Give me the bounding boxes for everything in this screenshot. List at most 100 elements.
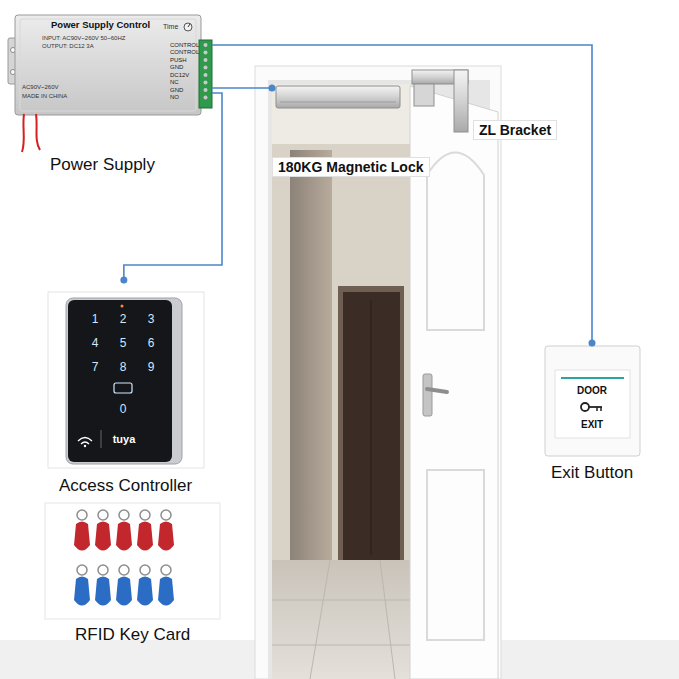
terminal-screw xyxy=(204,88,208,92)
keypad-digit: 9 xyxy=(148,361,155,374)
terminal-screw xyxy=(204,58,208,62)
keypad-digit: 5 xyxy=(120,337,127,350)
device-marking: GND xyxy=(170,64,183,71)
device-marking: CONTROL xyxy=(170,42,199,49)
component-label: Exit Button xyxy=(551,463,633,483)
door-panel xyxy=(427,153,484,331)
door-panel xyxy=(427,470,484,640)
door-frame xyxy=(255,66,501,679)
component-label: 180KG Magnetic Lock xyxy=(272,157,430,177)
wire-end-dot xyxy=(120,277,127,284)
blue-rfid-tags xyxy=(74,565,174,606)
floor-tile xyxy=(272,600,410,601)
power-supply-case-edge xyxy=(20,19,196,111)
door-handle xyxy=(427,389,447,392)
device-marking: Time xyxy=(163,23,178,31)
controller-frame xyxy=(66,298,182,464)
wire-connector xyxy=(212,85,276,92)
power-supply-case xyxy=(15,15,201,115)
magnetic-lock: 180KG Magnetic Lock xyxy=(272,85,448,182)
component-label: Power Supply xyxy=(50,155,155,175)
terminal-screw xyxy=(204,66,208,70)
device-marking: MADE IN CHINA xyxy=(22,93,67,100)
floor-tile xyxy=(272,645,410,646)
key-icon xyxy=(596,407,598,411)
keypad-digit: 8 xyxy=(120,361,127,374)
device-marking: INPUT: AC90V~260V 50~60HZ xyxy=(42,35,125,42)
keypad-digit: 3 xyxy=(148,313,155,326)
terminal-screw xyxy=(204,81,208,85)
keypad-digit: 4 xyxy=(92,337,99,350)
component-label: Access Controller xyxy=(59,476,192,496)
component-label: ZL Bracket xyxy=(473,120,557,140)
component-label: RFID Key Card xyxy=(75,625,190,645)
wire-line xyxy=(212,87,272,89)
keypad-digit: 2 xyxy=(120,313,127,326)
device-marking: DC12V xyxy=(170,72,189,79)
wifi-icon xyxy=(84,445,86,447)
terminal-screw xyxy=(204,43,208,47)
door-handle-plate xyxy=(423,374,432,416)
timer-knob xyxy=(184,23,192,31)
floor-tile xyxy=(380,560,395,679)
device-marking: CONTROL xyxy=(170,49,199,56)
room-door-line xyxy=(371,300,372,555)
terminal-screw xyxy=(204,51,208,55)
wire-connector xyxy=(212,45,596,347)
logo-divider xyxy=(101,430,102,448)
device-marking: GND xyxy=(170,87,183,94)
brand-logo: tuya xyxy=(113,433,136,445)
wire-end-dot xyxy=(269,85,276,92)
exit-button-face xyxy=(555,370,630,438)
zl-bracket xyxy=(414,84,434,106)
device-marking: NO xyxy=(170,94,179,101)
floor-tile xyxy=(310,560,330,679)
keypad-digit: 0 xyxy=(120,403,127,416)
keypad-digit: 6 xyxy=(148,337,155,350)
key-icon xyxy=(589,406,602,408)
keypad-digit: 1 xyxy=(92,313,99,326)
wifi-icon xyxy=(81,442,89,444)
wire-line xyxy=(124,93,222,280)
terminal-screw xyxy=(204,96,208,100)
exit-button: DOOR EXIT Exit Button xyxy=(538,343,646,488)
wire-line xyxy=(212,45,592,343)
red-wire xyxy=(22,114,24,152)
magnetic-lock-line xyxy=(280,102,396,103)
wifi-icon xyxy=(78,438,92,442)
photo-frame xyxy=(48,292,204,468)
device-marking: PUSH xyxy=(170,57,187,64)
device-title: Power Supply Control xyxy=(51,20,150,31)
card-icon xyxy=(114,383,132,393)
wire-end-dot xyxy=(589,340,596,347)
button-text: EXIT xyxy=(581,419,603,431)
rfid-key-cards: RFID Key Card xyxy=(45,500,220,650)
zl-bracket xyxy=(454,70,468,132)
red-rfid-tags xyxy=(74,510,174,551)
status-led xyxy=(121,305,124,308)
exit-plate xyxy=(545,346,640,456)
device-marking: NC xyxy=(170,79,179,86)
room-door-frame xyxy=(338,286,404,561)
keypad-digit: 7 xyxy=(92,361,99,374)
photo-frame xyxy=(45,503,220,619)
terminal-screw xyxy=(204,73,208,77)
key-icon xyxy=(600,407,602,411)
room-panel xyxy=(290,150,332,570)
button-text: DOOR xyxy=(577,385,607,397)
magnetic-lock-body xyxy=(276,86,400,108)
controller-face xyxy=(68,300,172,462)
wire-connector xyxy=(120,93,222,284)
room-ceiling xyxy=(272,84,410,144)
device-marking: AC90V~260V xyxy=(22,84,59,91)
bracket-label: ZL Bracket xyxy=(473,120,560,144)
indicator-strip xyxy=(561,377,624,379)
timer-knob xyxy=(188,24,190,27)
key-icon xyxy=(581,403,589,411)
terminal-block xyxy=(199,40,212,108)
room-door xyxy=(343,292,400,561)
